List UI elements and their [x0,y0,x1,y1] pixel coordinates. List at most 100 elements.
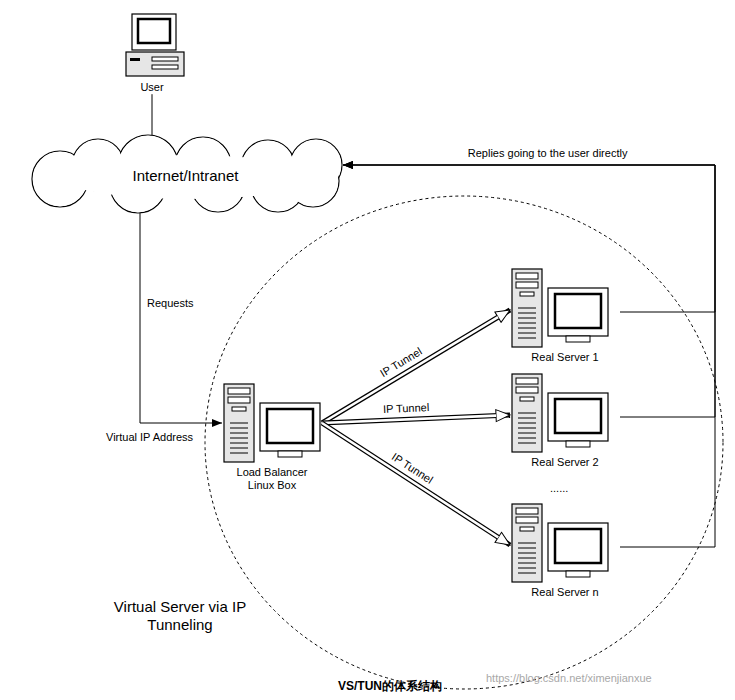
drive-bay [228,397,250,403]
monitor-stand [566,571,590,577]
vent-line [518,573,536,574]
vent-line [518,443,536,444]
system-region: Virtual Server via IP TunnelingLoad Bala… [204,195,724,690]
computer-icon [510,373,610,455]
ellipsis-mark: ...... [550,482,568,495]
cloud-label: Internet/Intranet [28,167,343,185]
drive-slot [232,407,246,411]
vent-line [230,438,248,439]
drive-slot [520,527,534,531]
vent-line [518,308,536,309]
network-cloud: Internet/Intranet [28,135,343,213]
connector [343,165,715,547]
monitor-frame [548,523,608,571]
edge-label: IP Tunnel [382,401,431,416]
monitor-frame [132,14,176,50]
vent-line [518,313,536,314]
vent-line [518,433,536,434]
drive-bay [516,378,538,384]
vent-line [518,558,536,559]
vent-line [518,318,536,319]
monitor-screen [555,294,601,328]
tower-case [512,374,542,452]
tower-case [224,384,254,462]
monitor-frame [548,393,608,441]
drive-bay [516,387,538,393]
monitor-screen [555,399,601,433]
connector-line [140,213,222,423]
figure-caption: VS/TUN的体系结构 [338,679,442,693]
vent-line [518,548,536,549]
vent-line [518,423,536,424]
monitor-stand [566,441,590,447]
connector [140,213,222,423]
monitor-stand [278,451,302,457]
vent-line [518,568,536,569]
connector [343,165,715,417]
vent-line [518,438,536,439]
drive-bay [516,508,538,514]
node-label: User [112,81,192,94]
ip-tunnel [322,423,510,545]
connector-line [343,165,715,417]
monitor-stand [566,336,590,342]
computer-node: Real Server 1 [510,268,620,364]
monitor-frame [260,403,320,451]
vent-line [230,428,248,429]
edge-label: IP Tunnel [389,450,437,487]
vent-line [518,328,536,329]
connector [152,94,153,135]
tunnel-line [322,310,510,423]
vent-line [518,563,536,564]
drive-slot [152,57,178,61]
ip-tunnel [322,310,510,423]
vent-line [230,423,248,424]
drive-slot [520,292,534,296]
tunnel-line [322,423,510,545]
vent-line [230,453,248,454]
vent-line [230,448,248,449]
vent-line [230,443,248,444]
drive-bay [516,517,538,523]
vent-line [518,553,536,554]
computer-node: Load Balancer Linux Box [222,383,322,492]
tower-case [512,504,542,582]
computer-node: Real Server 2 [510,373,620,469]
computer-icon [510,503,610,585]
vent-line [518,323,536,324]
node-label: Real Server n [510,586,620,599]
tunnel-line-inner [322,317,498,423]
vent-line [518,333,536,334]
edge-label: Replies going to the user directly [467,147,629,160]
connector-line [343,165,715,547]
computer-icon [510,268,610,350]
vent-line [518,418,536,419]
computer-node: Real Server n [510,503,620,599]
tunnel-line-inner [322,416,496,423]
edge-label: Requests [146,297,194,310]
vent-line [518,413,536,414]
tower-case [512,269,542,347]
connector-line [152,94,153,135]
region-title: Virtual Server via IP Tunneling [112,598,248,634]
drive-slot [520,397,534,401]
ip-tunnel [322,415,510,423]
node-label: Real Server 2 [510,456,620,469]
node-label: Real Server 1 [510,351,620,364]
monitor-frame [548,288,608,336]
dashed-boundary [205,196,723,689]
vent-line [230,433,248,434]
node-label: Load Balancer Linux Box [222,466,322,492]
computer-icon [222,383,322,465]
computer-icon [112,12,192,80]
power-light [130,58,140,61]
computer-node: User [112,12,192,94]
vent-line [518,338,536,339]
drive-bay [516,273,538,279]
drive-bay [228,388,250,394]
interface-label: Virtual IP Address [106,431,193,444]
